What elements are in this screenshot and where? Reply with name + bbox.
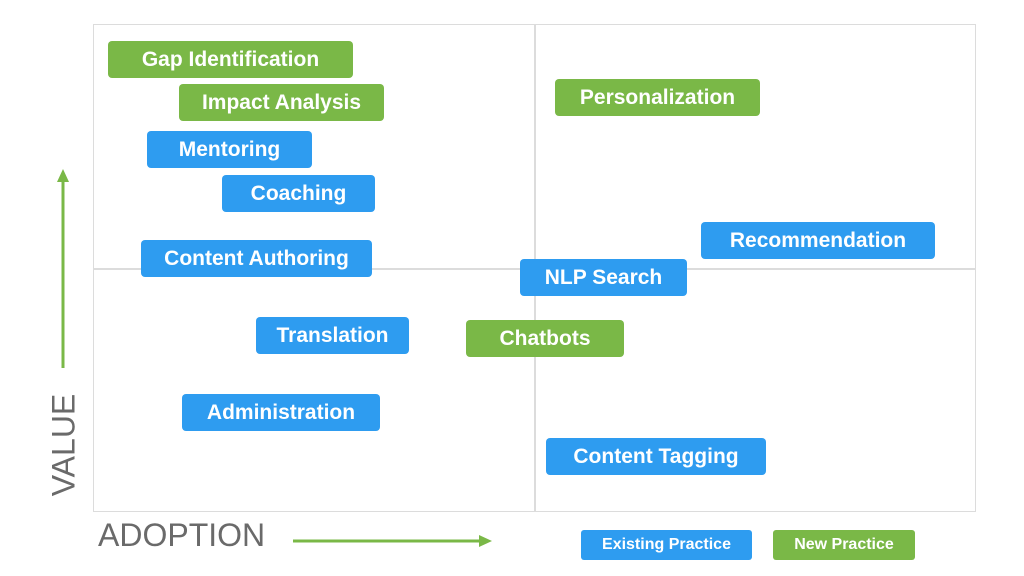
item-content-tagging: Content Tagging (546, 438, 766, 475)
item-gap-identification: Gap Identification (108, 41, 353, 78)
item-administration: Administration (182, 394, 380, 431)
item-chatbots: Chatbots (466, 320, 624, 357)
x-axis-arrow (293, 535, 492, 547)
y-axis-arrow (57, 169, 69, 368)
item-coaching: Coaching (222, 175, 375, 212)
item-impact-analysis: Impact Analysis (179, 84, 384, 121)
item-nlp-search: NLP Search (520, 259, 687, 296)
item-content-authoring: Content Authoring (141, 240, 372, 277)
y-axis-label: VALUE (45, 393, 82, 497)
legend-existing-practice: Existing Practice (581, 530, 752, 560)
item-recommendation: Recommendation (701, 222, 935, 259)
item-personalization: Personalization (555, 79, 760, 116)
legend-new-practice: New Practice (773, 530, 915, 560)
item-translation: Translation (256, 317, 409, 354)
x-axis-label: ADOPTION (98, 517, 266, 553)
item-mentoring: Mentoring (147, 131, 312, 168)
